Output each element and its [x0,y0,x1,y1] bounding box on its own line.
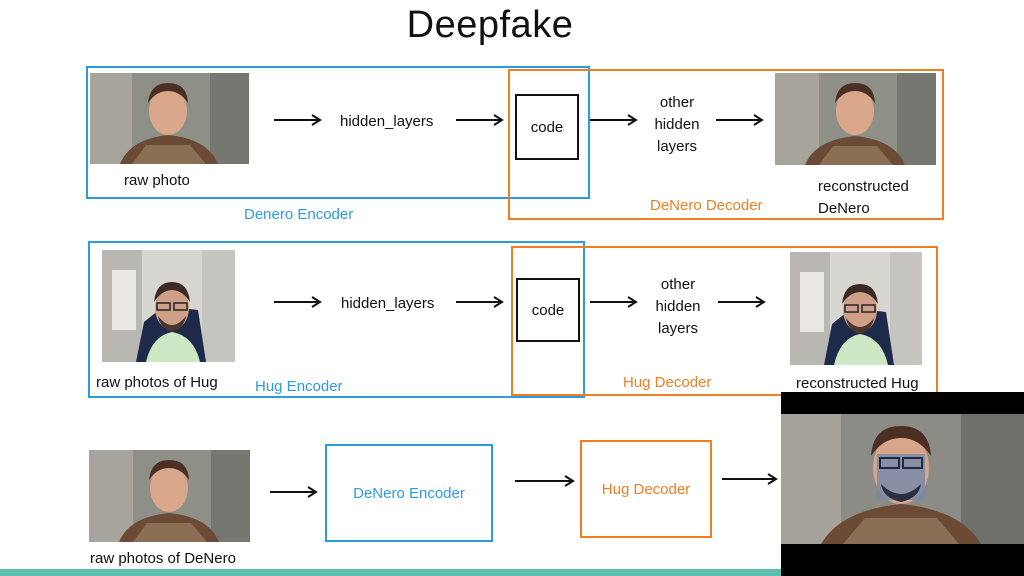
raw-photo-denero-row3 [89,450,250,542]
bottom-accent-bar [0,569,781,576]
raw-photos-denero-label: raw photos of DeNero [90,550,236,567]
hidden-layers-label: hidden_layers [340,113,434,130]
denero-encoder-frame [86,66,590,199]
raw-photo-denero [90,73,249,164]
slide-title: Deepfake [406,4,574,46]
hug-decoder-box-label: Hug Decoder [601,480,691,498]
arrow-icon [515,475,575,487]
denero-encoder-box: DeNero Encoder [325,444,493,542]
hug-decoder-frame [511,246,938,396]
arrow-icon [456,296,504,308]
arrow-icon [456,114,504,126]
hug-decoder-box: Hug Decoder [580,440,712,538]
denero-decoder-label: DeNero Decoder [650,197,763,214]
code-box: code [516,278,580,342]
denero-decoder-frame [508,69,944,220]
denero-encoder-label: Denero Encoder [244,206,354,223]
denero-encoder-box-label: DeNero Encoder [353,484,465,502]
arrow-icon [590,296,638,308]
arrow-icon [274,296,322,308]
arrow-icon [590,114,638,126]
deepfake-result-video [781,414,1024,544]
raw-photo-hug [102,250,235,362]
code-box: code [515,94,579,160]
arrow-icon [716,114,764,126]
hug-decoder-label: Hug Decoder [623,374,712,391]
arrow-icon [270,486,318,498]
hug-encoder-frame [88,241,585,398]
arrow-icon [274,114,322,126]
reconstructed-denero-photo [775,73,936,165]
raw-photos-hug-label: raw photos of Hug [96,374,218,391]
reconstructed-hug-photo [790,252,922,365]
hidden-layers-label: hidden_layers [341,295,435,312]
hug-encoder-label: Hug Encoder [255,378,343,395]
raw-photo-label: raw photo [124,172,190,189]
arrow-icon [718,296,766,308]
arrow-icon [722,473,778,485]
reconstructed-hug-label: reconstructed Hug [796,375,919,392]
video-overlay [781,392,1024,576]
